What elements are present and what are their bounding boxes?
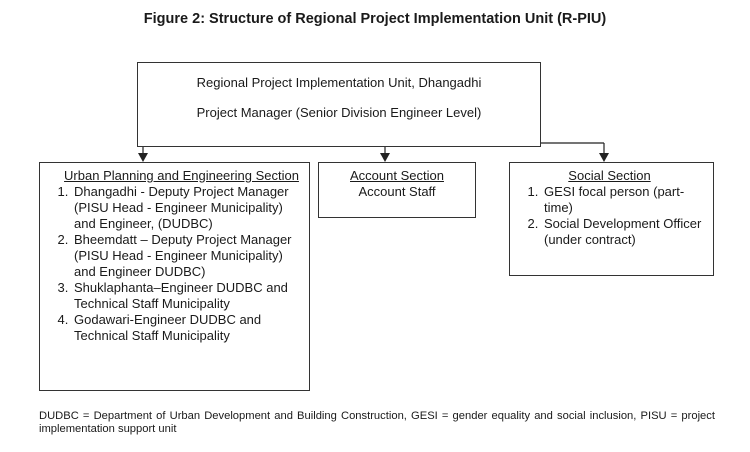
figure-caption: : Structure of Regional Project Implemen… — [200, 11, 607, 27]
arrow-urban — [138, 153, 148, 162]
urban-staff-item: Bheemdatt – Deputy Project Manager (PISU… — [72, 232, 303, 280]
urban-staff-item: Shuklaphanta–Engineer DUDBC and Technica… — [72, 280, 303, 312]
urban-staff-list: Dhangadhi - Deputy Project Manager (PISU… — [42, 184, 303, 344]
urban-staff-item: Dhangadhi - Deputy Project Manager (PISU… — [72, 184, 303, 232]
rpiu-manager: Project Manager (Senior Division Enginee… — [196, 105, 482, 120]
figure-title: Figure 2: Structure of Regional Project … — [0, 11, 750, 27]
figure-number: Figure 2 — [143, 11, 201, 27]
social-staff-item: GESI focal person (part-time) — [542, 184, 707, 216]
social-staff-list: GESI focal person (part-time) Social Dev… — [512, 184, 707, 248]
rpiu-unit-name: Regional Project Implementation Unit, Dh… — [196, 75, 482, 90]
urban-section-box: Urban Planning and Engineering Section D… — [39, 162, 310, 391]
arrow-account — [380, 153, 390, 162]
account-staff: Account Staff — [358, 184, 436, 199]
social-staff-item: Social Development Officer (under contra… — [542, 216, 707, 248]
urban-section-title: Urban Planning and Engineering Section — [64, 168, 299, 183]
account-section-box: Account Section Account Staff — [318, 162, 476, 218]
arrow-social — [599, 153, 609, 162]
rpiu-box: Regional Project Implementation Unit, Dh… — [137, 62, 541, 147]
social-section-box: Social Section GESI focal person (part-t… — [509, 162, 714, 276]
urban-staff-item: Godawari-Engineer DUDBC and Technical St… — [72, 312, 303, 344]
account-section-title: Account Section — [350, 168, 444, 183]
footnote-abbreviations: DUDBC = Department of Urban Development … — [39, 410, 715, 435]
social-section-title: Social Section — [568, 168, 651, 183]
